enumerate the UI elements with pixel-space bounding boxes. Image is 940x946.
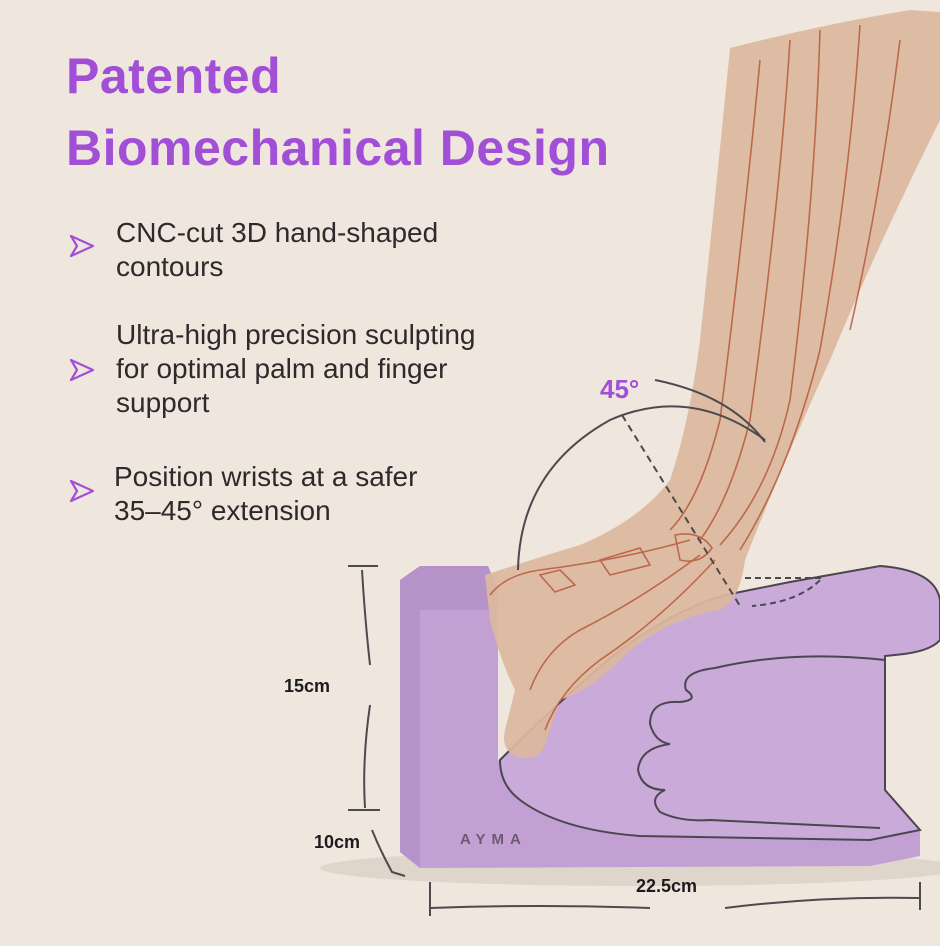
feature-line: CNC-cut 3D hand-shaped	[116, 217, 439, 248]
arrow-right-outline-icon	[69, 358, 95, 382]
feature-item: CNC-cut 3D hand-shaped contours	[116, 216, 438, 284]
angle-label: 45°	[600, 374, 640, 404]
depth-label: 10cm	[314, 832, 361, 852]
feature-line: Position wrists at a safer	[114, 461, 418, 492]
title-line-1: Patented	[66, 48, 282, 104]
width-dimension-lines	[429, 882, 921, 916]
feature-text: Ultra-high precision sculpting for optim…	[116, 318, 476, 420]
finger-contours	[636, 655, 886, 829]
arrow-right-outline-icon	[69, 234, 95, 258]
feature-text: Position wrists at a safer 35–45° extens…	[114, 460, 417, 528]
forearm	[485, 10, 940, 759]
feature-line: 35–45° extension	[114, 495, 331, 526]
brand-logo-text: AYMA	[460, 831, 527, 848]
page-title: Patented Biomechanical Design	[66, 40, 610, 184]
feature-text: CNC-cut 3D hand-shaped contours	[116, 216, 438, 284]
arrow-right-outline-icon	[69, 479, 95, 503]
feature-line: support	[116, 387, 210, 418]
wrist-notch	[745, 577, 825, 607]
feature-item: Ultra-high precision sculpting for optim…	[116, 318, 476, 420]
feature-line: contours	[116, 251, 224, 282]
feature-item: Position wrists at a safer 35–45° extens…	[114, 460, 417, 528]
height-dimension-lines	[348, 565, 406, 877]
height-label: 15cm	[284, 676, 331, 696]
feature-line: Ultra-high precision sculpting	[116, 319, 476, 350]
feature-line: for optimal palm and finger	[116, 353, 448, 384]
angle-guide-line	[621, 414, 741, 607]
width-label: 22.5cm	[636, 876, 698, 896]
anatomy-lines	[489, 24, 901, 731]
angle-arc-large	[517, 405, 766, 571]
title-line-2: Biomechanical Design	[66, 120, 610, 176]
angle-arc-small	[654, 379, 766, 443]
